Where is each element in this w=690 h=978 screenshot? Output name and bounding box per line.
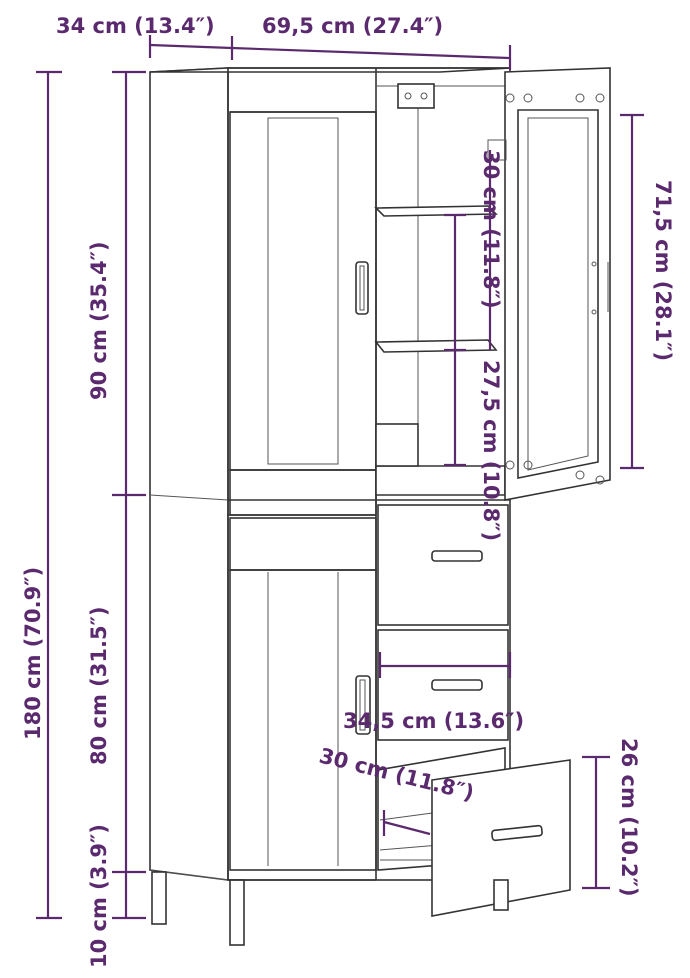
- open-glass-door: [487, 67, 611, 501]
- shelf-lower: [374, 339, 498, 353]
- upper-left-door: [229, 111, 377, 516]
- lower-left-door: [229, 517, 377, 871]
- label-drawer-height: 26 cm (10.2″): [617, 738, 641, 897]
- hinge-icon: [397, 83, 435, 109]
- label-door-height: 71,5 cm (28.1″): [651, 180, 675, 361]
- drawer-1: [377, 504, 509, 626]
- label-leg-height: 10 cm (3.9″): [87, 824, 111, 968]
- cabinet-legs: [151, 871, 509, 946]
- dimension-lines: [36, 35, 644, 920]
- dimension-labels: 34 cm (13.4″) 69,5 cm (27.4″) 180 cm (70…: [21, 14, 675, 968]
- door-hinge-icon: [487, 139, 507, 161]
- drawer-1-handle: [431, 550, 483, 562]
- drawer-3-open: [377, 747, 571, 917]
- glass-door-frame: [504, 67, 611, 501]
- open-compartment: [374, 83, 506, 496]
- label-width-top: 69,5 cm (27.4″): [262, 14, 443, 38]
- drawer-2: [377, 629, 509, 741]
- leg-front-right: [493, 879, 509, 911]
- label-drawer-width: 34,5 cm (13.6″): [343, 709, 524, 733]
- drawer-2-handle: [431, 679, 483, 691]
- label-total-height: 180 cm (70.9″): [21, 567, 45, 740]
- label-shelf-depth: 30 cm (11.8″): [479, 150, 503, 309]
- label-depth-top: 34 cm (13.4″): [56, 14, 215, 38]
- shelf-upper: [374, 205, 498, 217]
- leg-front-left: [229, 879, 245, 946]
- upper-door-handle: [355, 261, 369, 315]
- label-upper-height: 90 cm (35.4″): [87, 241, 111, 400]
- label-shelf-spacing: 27,5 cm (10.8″): [479, 360, 503, 541]
- label-lower-height: 80 cm (31.5″): [87, 606, 111, 765]
- cabinet-side-panel: [149, 67, 229, 881]
- leg-back-left: [151, 871, 167, 925]
- drawer-3-handle: [491, 824, 543, 842]
